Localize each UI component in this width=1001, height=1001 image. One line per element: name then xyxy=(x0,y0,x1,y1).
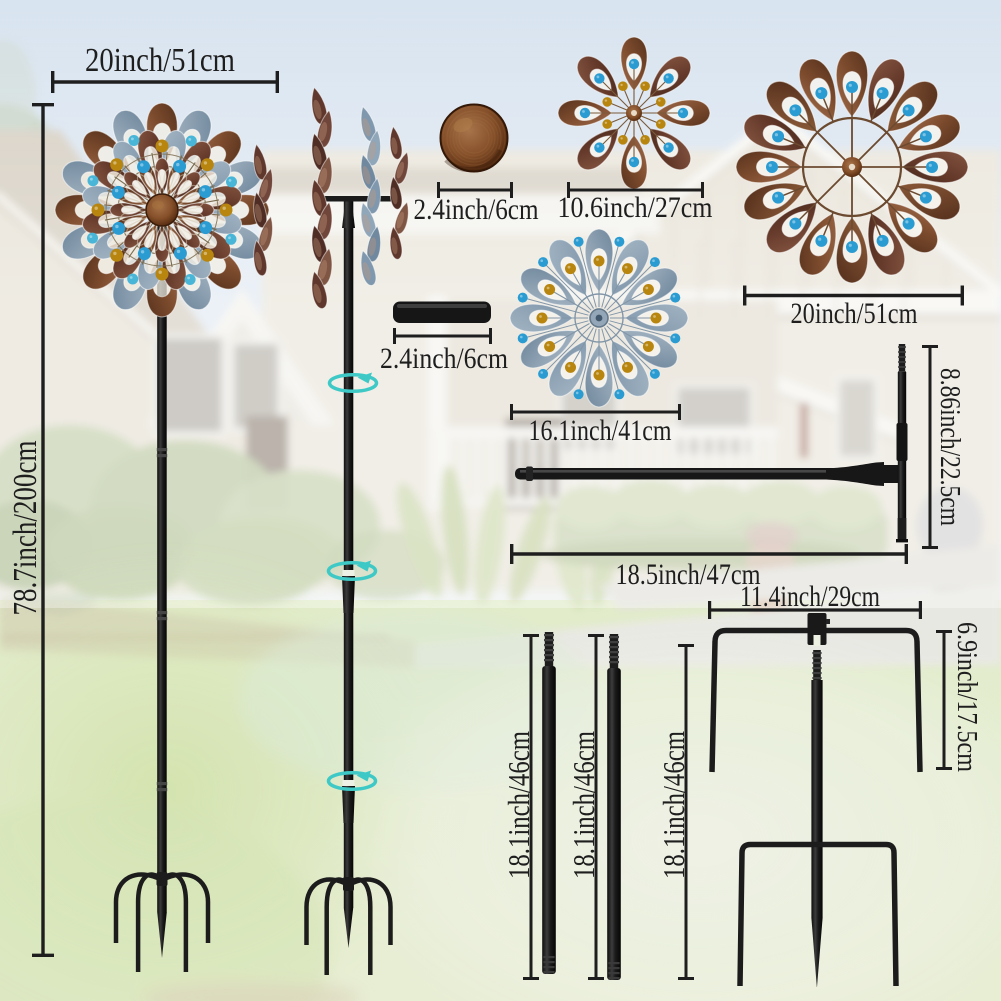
svg-text:18.5inch/47cm: 18.5inch/47cm xyxy=(616,558,761,591)
svg-text:78.7inch/200cm: 78.7inch/200cm xyxy=(7,441,44,616)
svg-text:20inch/51cm: 20inch/51cm xyxy=(791,297,918,330)
svg-text:8.86inch/22.5cm: 8.86inch/22.5cm xyxy=(934,368,965,526)
svg-text:18.1inch/46cm: 18.1inch/46cm xyxy=(501,731,536,879)
svg-text:2.4inch/6cm: 2.4inch/6cm xyxy=(380,342,508,375)
svg-text:6.9inch/17.5cm: 6.9inch/17.5cm xyxy=(951,622,982,772)
svg-text:16.1inch/41cm: 16.1inch/41cm xyxy=(529,414,672,447)
svg-text:18.1inch/46cm: 18.1inch/46cm xyxy=(656,731,691,879)
svg-text:2.4inch/6cm: 2.4inch/6cm xyxy=(414,193,539,226)
svg-text:11.4inch/29cm: 11.4inch/29cm xyxy=(740,580,880,613)
svg-text:20inch/51cm: 20inch/51cm xyxy=(85,42,235,79)
svg-text:18.1inch/46cm: 18.1inch/46cm xyxy=(566,731,601,879)
svg-text:10.6inch/27cm: 10.6inch/27cm xyxy=(558,191,713,224)
